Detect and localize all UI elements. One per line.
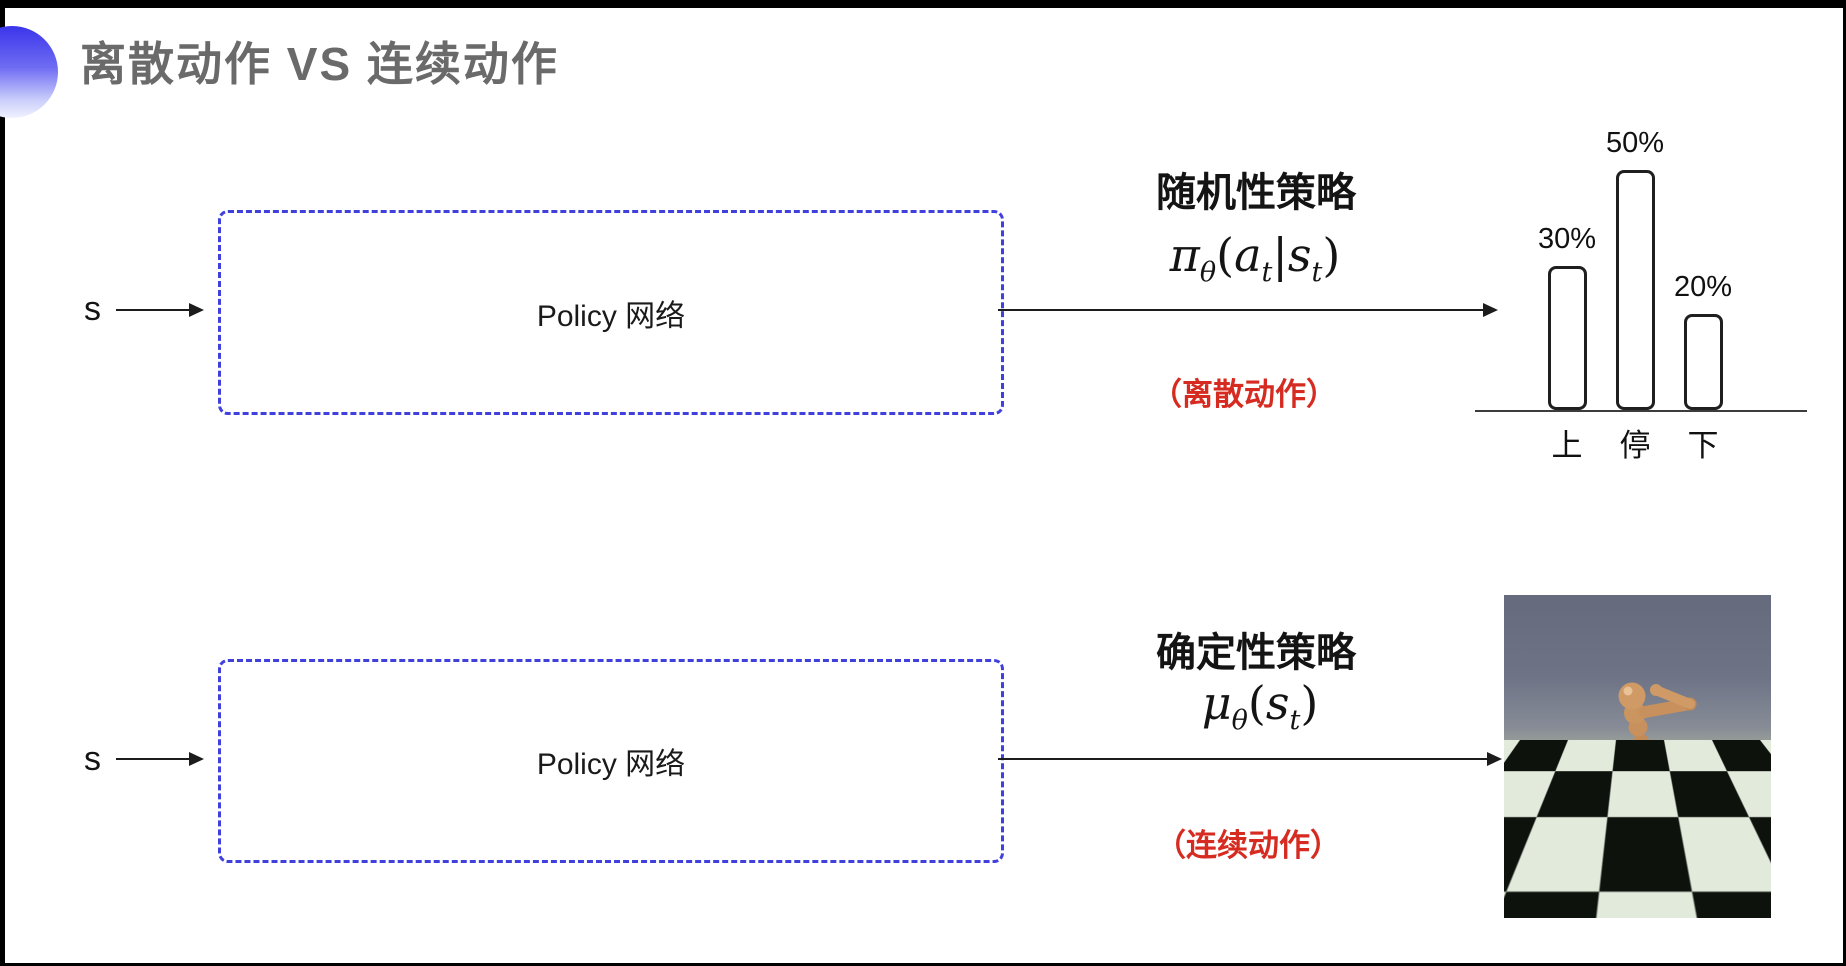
formula-a: a — [1234, 228, 1262, 282]
formula-theta-sub: θ — [1231, 705, 1248, 737]
continuous-action-note: （连续动作） — [1155, 828, 1341, 863]
slide-title: 离散动作 VS 连续动作 — [80, 38, 559, 90]
policy-box-label: Policy 网络 — [536, 748, 686, 781]
formula-close-paren: ) — [1322, 228, 1341, 282]
formula-theta-sub: θ — [1199, 257, 1217, 289]
output-arrow — [998, 752, 1502, 766]
output-arrow — [998, 303, 1498, 317]
bar-category-label: 上 — [1551, 428, 1583, 463]
formula-pi: π — [1169, 228, 1200, 282]
formula-t-sub: t — [1289, 705, 1301, 737]
deterministic-policy-title: 确定性策略 — [1156, 631, 1356, 675]
blue-sphere-icon — [0, 26, 58, 118]
deterministic-policy-formula: μθ(st) — [1160, 676, 1360, 734]
bar — [1548, 266, 1587, 410]
bar-category-label: 下 — [1687, 428, 1719, 463]
chart-baseline — [1475, 410, 1807, 412]
stochastic-policy-formula: πθ(at|st) — [1125, 228, 1385, 286]
humanoid-robot-figure — [1578, 682, 1697, 903]
policy-network-box: Policy 网络 — [218, 659, 1004, 863]
formula-mu: μ — [1201, 676, 1232, 730]
input-arrow — [116, 752, 204, 766]
frame-edge-right — [1843, 0, 1846, 966]
frame-edge-bottom — [0, 963, 1846, 966]
policy-box-label: Policy 网络 — [536, 299, 686, 333]
discrete-action-note: （离散动作） — [1151, 377, 1337, 412]
bar — [1616, 170, 1655, 410]
formula-pipe: | — [1272, 228, 1288, 282]
bar-value-label: 50% — [1605, 127, 1665, 159]
formula-t-sub2: t — [1311, 257, 1323, 289]
formula-s: s — [1287, 228, 1312, 282]
state-input-label: s — [84, 740, 101, 778]
bar — [1684, 314, 1723, 410]
input-arrow — [116, 303, 204, 317]
formula-open-paren: ( — [1216, 228, 1235, 282]
frame-edge-top — [0, 0, 1846, 8]
formula-open-paren: ( — [1247, 676, 1266, 730]
frame-edge-left — [0, 0, 5, 966]
policy-network-box: Policy 网络 — [218, 210, 1004, 415]
mujoco-humanoid-image — [1504, 595, 1771, 918]
bar-value-label: 20% — [1673, 271, 1733, 303]
stochastic-policy-title: 随机性策略 — [1156, 171, 1356, 215]
bar-category-label: 停 — [1619, 428, 1651, 463]
state-input-label: s — [84, 290, 101, 328]
formula-s: s — [1265, 676, 1290, 730]
formula-close-paren: ) — [1300, 676, 1319, 730]
bar-value-label: 30% — [1537, 223, 1597, 255]
formula-t-sub: t — [1261, 257, 1273, 289]
action-probability-chart: 30% 上 50% 停 20% 下 — [1475, 100, 1820, 463]
